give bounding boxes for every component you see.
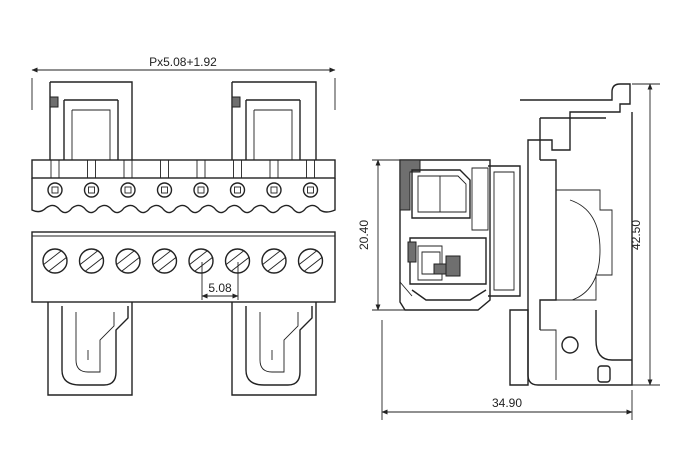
- screw-slot: [85, 256, 104, 272]
- pin-ring: [266, 182, 282, 198]
- plug-side-body: [399, 159, 491, 311]
- screw-slot: [48, 256, 68, 272]
- screw-slot: [304, 256, 323, 272]
- screw-slot: [115, 250, 135, 266]
- screw-head: [78, 248, 105, 274]
- screw-slot: [79, 250, 98, 266]
- upper-latch-right: [231, 81, 317, 160]
- pin-post: [233, 159, 242, 179]
- lower-latch-left: [47, 302, 133, 396]
- screw-head: [297, 248, 324, 274]
- screw-slot: [231, 256, 250, 272]
- screw-head: [115, 248, 141, 274]
- pin-post: [160, 159, 169, 179]
- pin-post: [196, 159, 206, 179]
- screw-slot: [298, 250, 317, 266]
- plug-wave-body: [31, 178, 336, 214]
- pin-ring: [302, 182, 319, 198]
- pin-ring: [47, 182, 63, 198]
- pin-post: [306, 159, 315, 179]
- pin-post: [87, 159, 96, 179]
- screw-slot: [121, 256, 141, 272]
- plug-height-label: 20.40: [357, 220, 371, 250]
- screw-slot: [152, 250, 171, 266]
- pin-ring: [83, 182, 100, 198]
- screw-head: [188, 248, 214, 274]
- pin-socket: [124, 186, 132, 194]
- pin-socket: [197, 186, 205, 194]
- pin-post: [123, 159, 133, 179]
- front-view: Px5.08+1.92 5.08: [31, 55, 336, 396]
- din-rail-mount: [509, 83, 633, 386]
- screw-row: [42, 248, 324, 274]
- pitch-dimension: 5.08: [201, 262, 239, 300]
- pin-ring: [156, 182, 173, 198]
- screw-head: [151, 248, 178, 274]
- pin-post: [269, 159, 279, 179]
- screw-slot: [188, 250, 208, 266]
- pin-ring: [193, 182, 209, 198]
- top-width-dimension: Px5.08+1.92: [31, 55, 336, 110]
- screw-head: [224, 248, 251, 274]
- screw-slot: [194, 256, 214, 272]
- lower-latch-right: [231, 302, 317, 396]
- pin-socket: [270, 186, 278, 194]
- top-width-label: Px5.08+1.92: [149, 55, 217, 69]
- pin-socket: [161, 186, 168, 194]
- total-depth-dimension: 34.90: [381, 320, 633, 420]
- header-block: [488, 165, 521, 297]
- pin-socket: [88, 186, 95, 194]
- pin-ring: [229, 182, 246, 198]
- side-view: 20.40: [357, 83, 660, 420]
- pitch-label: 5.08: [208, 281, 232, 295]
- screw-head: [261, 248, 287, 274]
- pin-socket: [51, 186, 59, 194]
- pin-socket: [307, 186, 314, 194]
- pin-ring: [120, 182, 136, 198]
- screw-slot: [225, 250, 244, 266]
- screw-block: [31, 231, 336, 303]
- total-height-dimension: 42.50: [629, 83, 660, 386]
- pin-post: [50, 159, 60, 179]
- pin-rail: [31, 159, 336, 179]
- screw-slot: [42, 250, 62, 266]
- pin-header: [47, 159, 319, 198]
- plug-height-dimension: 20.40: [357, 159, 405, 311]
- total-height-label: 42.50: [629, 220, 643, 250]
- upper-latch-left: [49, 81, 133, 160]
- screw-slot: [158, 256, 177, 272]
- screw-head: [42, 248, 68, 274]
- pin-socket: [234, 186, 241, 194]
- screw-slot: [267, 256, 287, 272]
- screw-slot: [261, 250, 281, 266]
- total-depth-label: 34.90: [492, 396, 522, 410]
